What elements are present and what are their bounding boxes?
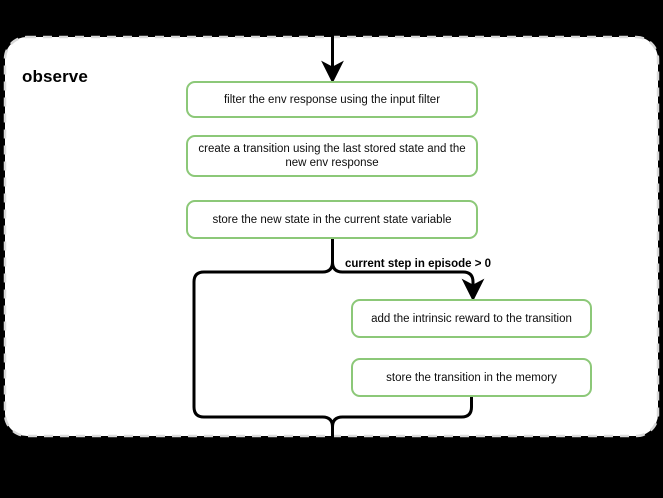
node-filter-env-response[interactable]: filter the env response using the input … (186, 81, 478, 118)
node-store-new-state[interactable]: store the new state in the current state… (186, 200, 478, 239)
node-store-transition-memory[interactable]: store the transition in the memory (351, 358, 592, 397)
edge-condition-true (331, 261, 485, 302)
edge-right-return (331, 397, 473, 428)
node-create-transition[interactable]: create a transition using the last store… (186, 135, 478, 177)
group-title-observe: observe (22, 67, 88, 86)
edge-label-current-step-condition: current step in episode > 0 (345, 258, 492, 270)
node-add-intrinsic-reward[interactable]: add the intrinsic reward to the transiti… (351, 299, 592, 338)
edge-bypass-branch (192, 261, 334, 428)
